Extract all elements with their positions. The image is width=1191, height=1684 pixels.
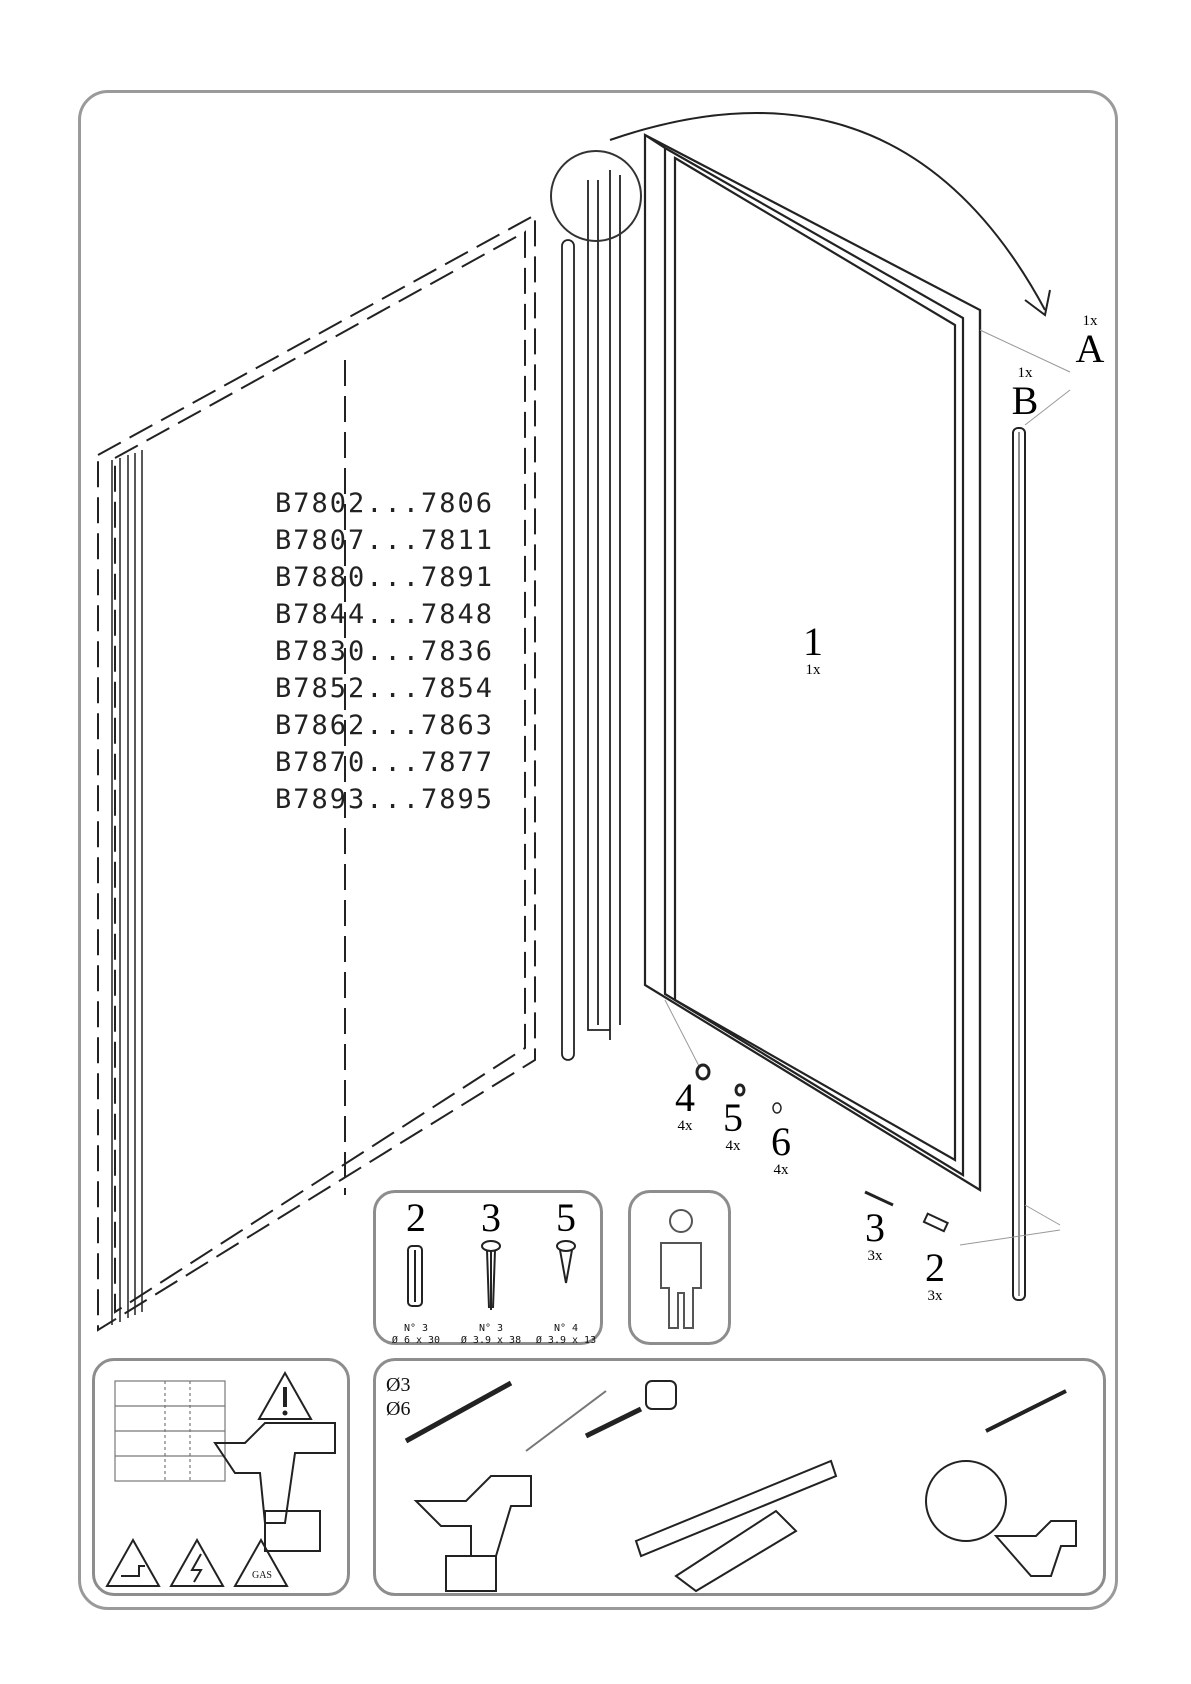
part-1-label: 1 1x — [793, 622, 833, 678]
part-number: 5 — [718, 1098, 748, 1138]
model-code: B7830...7836 — [275, 633, 494, 670]
fastener-3: 3 N° 3 Ø 3.9 x 38 — [456, 1198, 526, 1347]
silicone-gun-icon — [676, 1511, 796, 1591]
part-number: A — [1070, 329, 1110, 369]
wall-plug-icon — [386, 1238, 446, 1318]
fastener-number: 3 — [456, 1198, 526, 1238]
screw-short-icon — [531, 1238, 601, 1318]
model-code: B7802...7806 — [275, 485, 494, 522]
drill-icon — [996, 1521, 1076, 1576]
fastener-spec: N° 3 — [456, 1323, 526, 1335]
gas-warning-icon — [231, 1536, 291, 1591]
model-code: B7862...7863 — [275, 707, 494, 744]
part-b-label: 1x B — [1005, 365, 1045, 421]
fastener-5: 5 N° 4 Ø 3.9 x 13 — [531, 1198, 601, 1347]
gas-label: GAS — [247, 1570, 277, 1581]
fastener-spec: N° 4 — [531, 1323, 601, 1335]
screw-long-icon — [456, 1238, 526, 1318]
wall-profile — [112, 450, 142, 1325]
tools-box: Ø3 Ø6 — [373, 1358, 1106, 1596]
person-icon — [631, 1193, 731, 1343]
part-number: 6 — [766, 1122, 796, 1162]
part-qty: 3x — [920, 1288, 950, 1304]
fastener-2: 2 N° 3 Ø 6 x 30 — [386, 1198, 446, 1347]
model-code: B7844...7848 — [275, 596, 494, 633]
part-number: 1 — [793, 622, 833, 662]
part-qty: 4x — [670, 1118, 700, 1134]
model-code: B7880...7891 — [275, 559, 494, 596]
part-number: B — [1005, 381, 1045, 421]
part-5-label: 5 4x — [718, 1098, 748, 1154]
part-qty: 4x — [718, 1138, 748, 1154]
part-3-label: 3 3x — [860, 1208, 890, 1264]
model-code: B7807...7811 — [275, 522, 494, 559]
part-2-label: 2 3x — [920, 1248, 950, 1304]
fastener-spec: Ø 3.9 x 38 — [456, 1335, 526, 1347]
model-code: B7893...7895 — [275, 781, 494, 818]
tools-illustration — [376, 1361, 1106, 1596]
screwdriver-icon — [986, 1391, 1066, 1431]
fastener-spec: Ø 3.9 x 13 — [531, 1335, 601, 1347]
wall-channel — [562, 170, 620, 1060]
model-code: B7870...7877 — [275, 744, 494, 781]
screwdriver-detail-circle — [926, 1461, 1006, 1541]
seal-profile-b — [1013, 428, 1025, 1300]
part-4-label: 4 4x — [670, 1078, 700, 1134]
detail-circle — [551, 151, 641, 241]
drill-bit-icon — [406, 1383, 511, 1441]
part-number: 2 — [920, 1248, 950, 1288]
model-list: B7802...7806 B7807...7811 B7880...7891 B… — [275, 485, 494, 818]
part-qty: 1x — [793, 662, 833, 678]
fastener-number: 5 — [531, 1198, 601, 1238]
part-qty: 4x — [766, 1162, 796, 1178]
fastener-number: 2 — [386, 1198, 446, 1238]
drill-icon — [416, 1476, 531, 1556]
part-number: 3 — [860, 1208, 890, 1248]
fastener-spec: Ø 6 x 30 — [386, 1335, 446, 1347]
safety-box: GAS — [92, 1358, 350, 1596]
one-person-box — [628, 1190, 731, 1345]
electric-warning-icon — [167, 1536, 227, 1591]
warning-exclamation-icon — [255, 1369, 315, 1424]
pencil-icon — [526, 1391, 606, 1451]
part-a-label: 1x A — [1070, 313, 1110, 369]
part-number: 4 — [670, 1078, 700, 1118]
level-icon — [636, 1461, 836, 1556]
part-6-label: 6 4x — [766, 1122, 796, 1178]
tape-measure-icon — [646, 1381, 676, 1409]
part-qty: 3x — [860, 1248, 890, 1264]
fasteners-box: 2 N° 3 Ø 6 x 30 3 N° 3 Ø 3.9 x 38 5 N° 4… — [373, 1190, 603, 1345]
water-pipe-warning-icon — [103, 1536, 163, 1591]
fastener-spec: N° 3 — [386, 1323, 446, 1335]
model-code: B7852...7854 — [275, 670, 494, 707]
